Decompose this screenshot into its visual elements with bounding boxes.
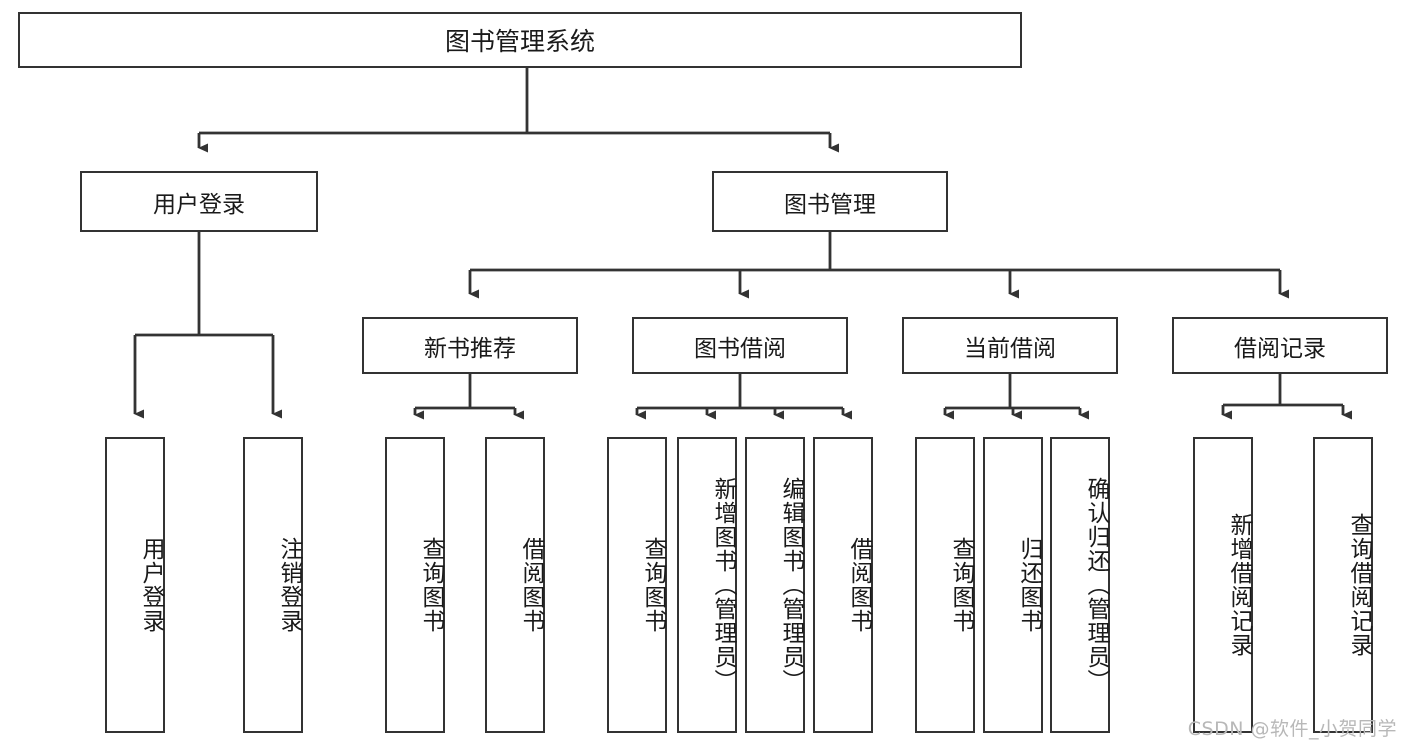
node-leaf-user-login[interactable]: 用户登录 bbox=[105, 437, 165, 733]
node-leaf-label: 归还图书 bbox=[1016, 537, 1042, 633]
node-leaf-label: 查询图书 bbox=[640, 537, 666, 633]
node-book-management-label: 图书管理 bbox=[784, 191, 876, 218]
node-root-system[interactable]: 图书管理系统 bbox=[18, 12, 1022, 68]
node-current-borrow-label: 当前借阅 bbox=[964, 335, 1056, 362]
node-leaf-label: 编辑图书（管理员） bbox=[778, 477, 804, 693]
node-user-login[interactable]: 用户登录 bbox=[80, 171, 318, 232]
node-leaf-return-book[interactable]: 归还图书 bbox=[983, 437, 1043, 733]
node-leaf-label: 用户登录 bbox=[138, 537, 164, 633]
node-leaf-add-borrow-record[interactable]: 新增借阅记录 bbox=[1193, 437, 1253, 733]
node-user-login-label: 用户登录 bbox=[153, 191, 245, 218]
node-leaf-label: 查询图书 bbox=[948, 537, 974, 633]
node-leaf-label: 查询图书 bbox=[418, 537, 444, 633]
node-leaf-label: 确认归还（管理员） bbox=[1083, 477, 1109, 693]
node-leaf-logout[interactable]: 注销登录 bbox=[243, 437, 303, 733]
node-current-borrow[interactable]: 当前借阅 bbox=[902, 317, 1118, 374]
node-root-label: 图书管理系统 bbox=[444, 27, 595, 56]
node-new-book-recommend-label: 新书推荐 bbox=[424, 335, 516, 362]
node-new-book-recommend[interactable]: 新书推荐 bbox=[362, 317, 578, 374]
node-leaf-query-book-newbook[interactable]: 查询图书 bbox=[385, 437, 445, 733]
node-book-borrow[interactable]: 图书借阅 bbox=[632, 317, 848, 374]
node-leaf-label: 新增图书（管理员） bbox=[710, 477, 736, 693]
node-borrow-record-label: 借阅记录 bbox=[1234, 335, 1326, 362]
node-leaf-borrow-book[interactable]: 借阅图书 bbox=[813, 437, 873, 733]
node-leaf-label: 借阅图书 bbox=[846, 537, 872, 633]
node-book-management[interactable]: 图书管理 bbox=[712, 171, 948, 232]
node-borrow-record[interactable]: 借阅记录 bbox=[1172, 317, 1388, 374]
watermark-text: CSDN @软件_小贺同学 bbox=[1187, 718, 1397, 740]
node-leaf-label: 新增借阅记录 bbox=[1226, 513, 1252, 657]
node-leaf-confirm-return-admin[interactable]: 确认归还（管理员） bbox=[1050, 437, 1110, 733]
node-leaf-label: 借阅图书 bbox=[518, 537, 544, 633]
node-leaf-edit-book-admin[interactable]: 编辑图书（管理员） bbox=[745, 437, 805, 733]
node-book-borrow-label: 图书借阅 bbox=[694, 335, 786, 362]
node-leaf-query-book-borrow[interactable]: 查询图书 bbox=[607, 437, 667, 733]
node-leaf-query-borrow-record[interactable]: 查询借阅记录 bbox=[1313, 437, 1373, 733]
node-leaf-query-book-current[interactable]: 查询图书 bbox=[915, 437, 975, 733]
node-leaf-label: 查询借阅记录 bbox=[1346, 513, 1372, 657]
node-leaf-borrow-book-newbook[interactable]: 借阅图书 bbox=[485, 437, 545, 733]
node-leaf-add-book-admin[interactable]: 新增图书（管理员） bbox=[677, 437, 737, 733]
node-leaf-label: 注销登录 bbox=[276, 537, 302, 633]
